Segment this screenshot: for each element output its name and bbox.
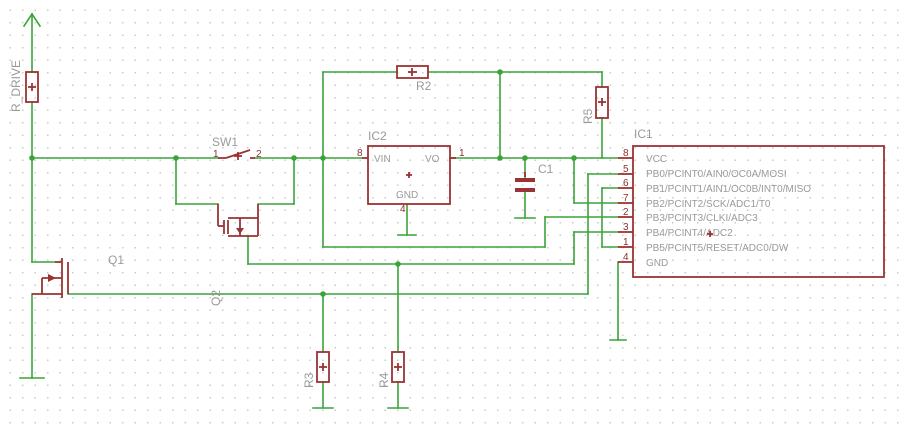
- junctions: [29, 69, 577, 297]
- ic2-pin8-label: 8: [357, 148, 363, 159]
- ic2-pin1-label: 1: [459, 148, 465, 159]
- r5-label: R5: [581, 108, 595, 124]
- ic1-pin-num: 8: [623, 148, 629, 159]
- ic1-pin-num: 6: [623, 178, 629, 189]
- ic1-pin-num: 7: [623, 193, 629, 204]
- regulator-ic2[interactable]: IC2 VIN VO GND 8 1 4: [357, 129, 465, 215]
- wires: [19, 12, 627, 409]
- c1-label: C1: [538, 162, 554, 176]
- capacitor-c1[interactable]: C1: [514, 162, 554, 219]
- ic1-label: IC1: [634, 127, 653, 141]
- ic1-pin-name: PB0/PCINT0/AIN0/OC0A/MOSI: [646, 169, 787, 180]
- ic1-pin-name: PB4/PCINT4/ADC2: [646, 228, 733, 239]
- microcontroller-ic1[interactable]: IC1 8 5 6 7 2 3 1 4 VCC PB0/PCINT0/AIN0/…: [618, 127, 885, 278]
- ic2-label: IC2: [368, 129, 387, 143]
- r2-label: R2: [416, 79, 432, 93]
- resistor-r5[interactable]: R5: [581, 86, 609, 124]
- ic1-pin-num: 3: [623, 222, 629, 233]
- q1-label: Q1: [108, 253, 124, 267]
- q2-label: Q2: [209, 290, 223, 306]
- r4-label: R4: [377, 372, 391, 388]
- ic1-pin-name: PB5/PCINT5/RESET/ADC0/DW: [646, 243, 789, 254]
- r3-label: R3: [302, 372, 316, 388]
- resistor-r2[interactable]: R2: [396, 65, 432, 93]
- ic1-pin-numbers: 8 5 6 7 2 3 1 4: [623, 148, 629, 263]
- sw1-pin2-label: 2: [256, 149, 262, 160]
- sw1-pin1-label: 1: [213, 149, 219, 160]
- ic1-pin-num: 5: [623, 164, 629, 175]
- sw1-label: SW1: [212, 135, 238, 149]
- mosfet-q2[interactable]: [217, 204, 259, 237]
- resistor-r-drive[interactable]: R_DRIVE: [9, 60, 39, 112]
- resistor-r3[interactable]: R3: [302, 351, 330, 388]
- ic1-pin-stubs: [618, 157, 633, 263]
- mosfet-q1[interactable]: Q1: [32, 253, 124, 298]
- ic2-vin-label: VIN: [374, 154, 391, 165]
- ic2-gnd-label: GND: [396, 190, 418, 201]
- resistor-r4[interactable]: R4: [377, 351, 405, 388]
- ic1-pin-name: VCC: [646, 154, 667, 165]
- ic2-pin4-label: 4: [400, 204, 406, 215]
- ic1-pin-name: GND: [646, 258, 668, 269]
- ic2-vo-label: VO: [425, 154, 440, 165]
- ic1-pin-num: 1: [623, 237, 629, 248]
- switch-sw1[interactable]: SW1 1 2: [212, 135, 262, 160]
- ic1-pin-name: PB3/PCINT3/CLKI/ADC3: [646, 213, 758, 224]
- ic1-pin-num: 2: [623, 207, 629, 218]
- ic1-pin-names: VCC PB0/PCINT0/AIN0/OC0A/MOSI PB1/PCINT1…: [646, 154, 811, 269]
- ic1-pin-name: PB1/PCINT1/AIN1/OC0B/INT0/MISO: [646, 184, 811, 195]
- ic1-pin-num: 4: [623, 252, 629, 263]
- r-drive-label: R_DRIVE: [9, 60, 23, 112]
- ic1-pin-name: PB2/PCINT2/SCK/ADC1/T0: [646, 199, 771, 210]
